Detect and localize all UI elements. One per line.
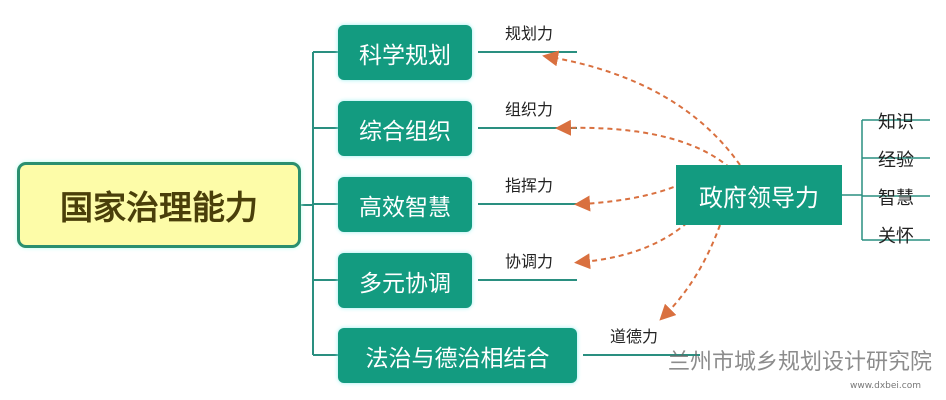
government-leadership-node[interactable]: 政府领导力 (676, 165, 842, 225)
branch-node[interactable]: 综合组织 (338, 101, 472, 156)
watermark-site: www.dxbei.com (850, 381, 921, 391)
ability-label: 协调力 (505, 252, 554, 271)
trait-leaf: 关怀 (878, 226, 914, 247)
branch-node[interactable]: 科学规划 (338, 25, 472, 80)
ability-label: 组织力 (505, 100, 554, 119)
arrow-planning (542, 50, 741, 166)
watermark-text: 兰州市城乡规划设计研究院 (668, 350, 933, 375)
ability-label: 道德力 (610, 327, 659, 346)
trait-leaf: 知识 (878, 112, 914, 133)
root-node[interactable]: 国家治理能力 (17, 162, 301, 248)
trait-leaf: 智慧 (878, 188, 914, 209)
branch-node[interactable]: 高效智慧 (338, 177, 472, 232)
trait-leaf: 经验 (878, 150, 914, 171)
arrow-command (574, 179, 691, 212)
branch-node[interactable]: 多元协调 (338, 253, 472, 308)
branch-node[interactable]: 法治与德治相结合 (338, 328, 577, 383)
ability-label: 指挥力 (505, 176, 554, 195)
arrow-organizing (555, 119, 731, 169)
arrow-morality (659, 224, 721, 321)
ability-label: 规划力 (505, 24, 554, 43)
